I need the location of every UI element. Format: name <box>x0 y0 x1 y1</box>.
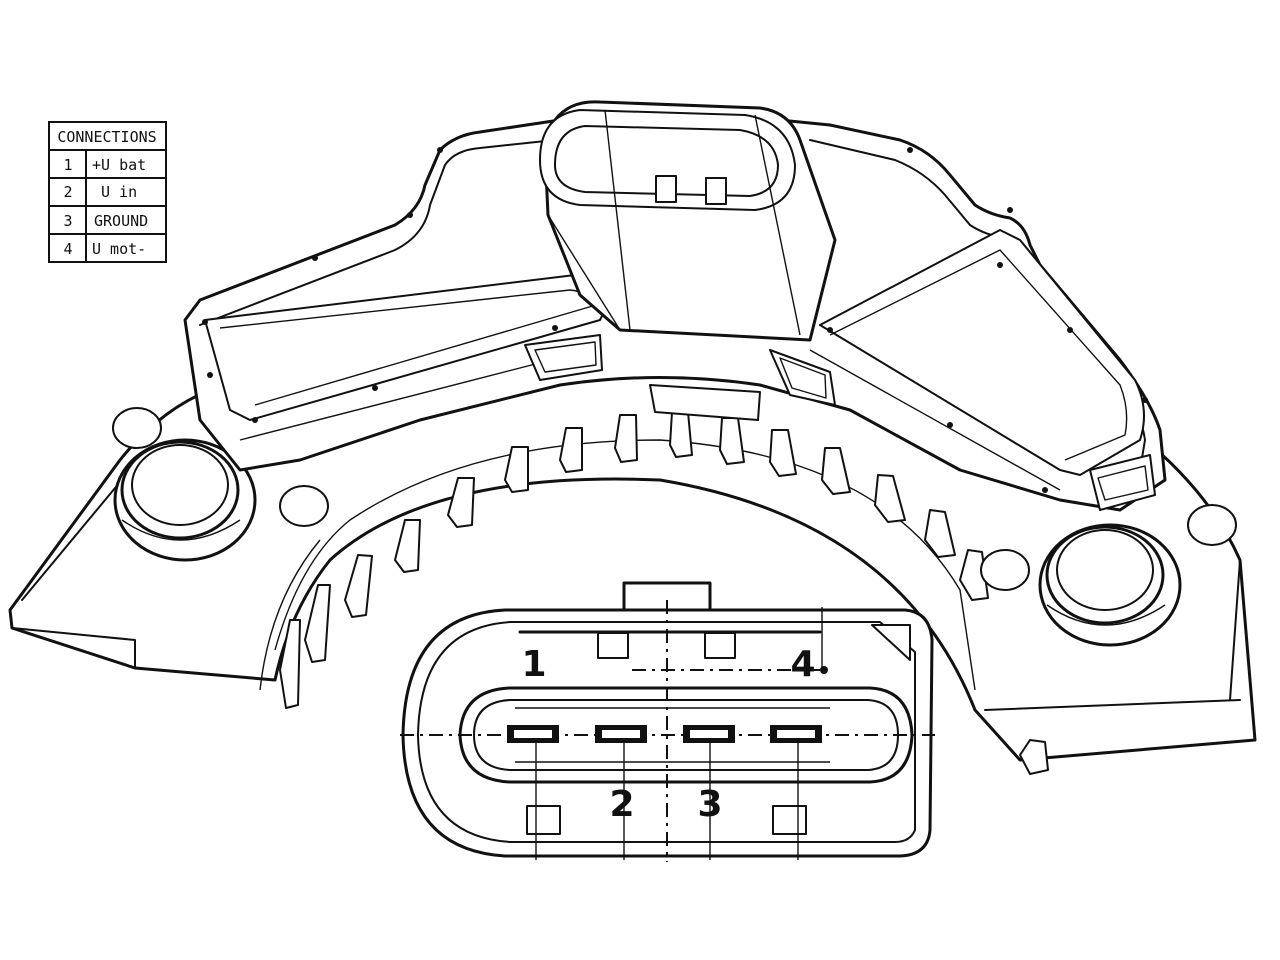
table-title: CONNECTIONS <box>57 128 156 146</box>
connections-table: CONNECTIONS 1 +U bat 2 U in 3 GROUND 4 U… <box>48 121 167 263</box>
table-row-label: +U bat <box>92 156 146 174</box>
table-row-label: U mot- <box>92 240 146 258</box>
pin-labels: 1 2 3 4 <box>521 644 815 825</box>
table-row-num: 4 <box>63 240 72 258</box>
table-row-num: 1 <box>63 156 72 174</box>
snap-clips <box>524 334 1156 511</box>
pin-label-4: 4 <box>790 644 815 685</box>
heat-sink-fins <box>279 411 1049 775</box>
pin-label-1: 1 <box>521 644 546 685</box>
top-connector <box>539 100 837 342</box>
mounting-bosses <box>112 407 1237 647</box>
table-row-num: 3 <box>63 212 72 230</box>
table-row-label: GROUND <box>94 212 148 230</box>
connector-face-detail <box>400 581 935 862</box>
pin-label-2: 2 <box>609 784 634 825</box>
pin-label-3: 3 <box>697 784 722 825</box>
table-row-label: U in <box>101 183 137 201</box>
connector-pins <box>507 725 822 860</box>
table-row-num: 2 <box>63 183 72 201</box>
